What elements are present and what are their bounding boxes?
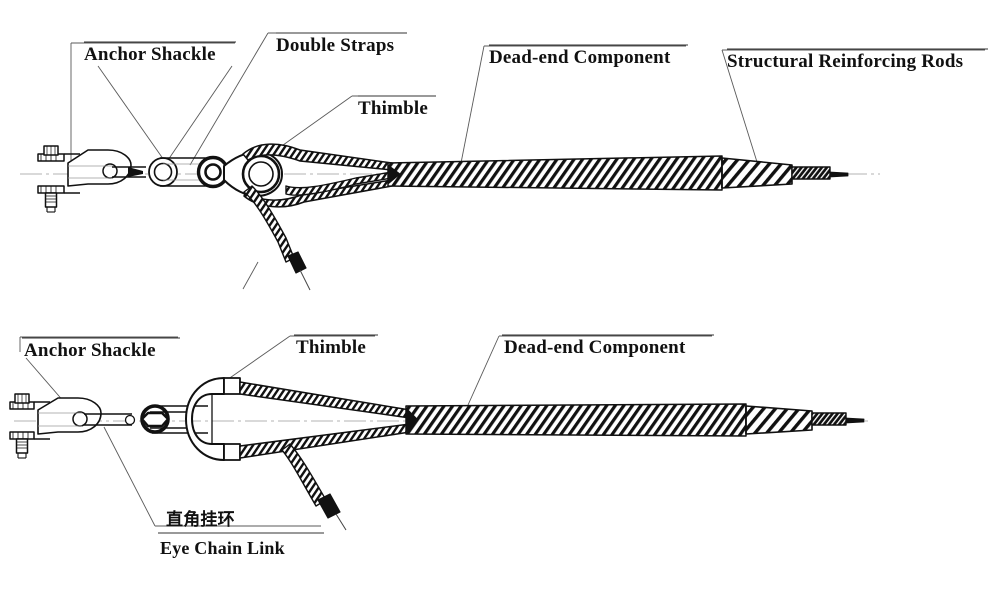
anchor-shackle-upper [37,145,80,213]
link-shank-upper [112,166,146,178]
label-thimble-lower: Thimble [296,337,367,358]
straps-lower [152,405,208,434]
structural-reinforcing-rods-upper [721,157,793,189]
rope-tail-upper [243,185,311,291]
wire-rope-loop-lower [239,381,411,459]
structural-reinforcing-rods-lower [745,405,813,435]
label-underlines [22,32,988,534]
label-anchor-shackle-upper: Anchor Shackle [84,44,216,65]
label-anchor-shackle-lower: Anchor Shackle [24,340,156,361]
tapered-link-upper [67,149,132,187]
label-double-straps-upper: Double Straps [276,35,395,56]
label-eye-chain-link-chinese: 直角挂环 [166,510,235,530]
label-dead-end-component-upper: Dead-end Component [489,47,671,68]
thick-ring-upper [196,155,230,189]
leader-lines-lower [19,335,712,527]
upper-assembly [20,143,880,291]
lower-assembly [9,377,870,531]
cable-end-lower [811,412,865,426]
anchor-shackle-lower [9,393,50,459]
label-dead-end-component-lower: Dead-end Component [504,337,686,358]
label-thimble-upper: Thimble [358,98,429,119]
thimble-lower [150,377,241,461]
cable-end-upper [791,166,849,180]
label-eye-chain-link-english: Eye Chain Link [160,538,285,558]
dead-end-body-upper [387,155,723,191]
eye-chain-link-lower [37,397,136,435]
thin-ring-upper [148,157,178,187]
dead-end-body-lower [405,403,747,437]
label-structural-reinforcing-rods: Structural Reinforcing Rods [727,51,964,72]
rope-tail-lower [281,443,347,531]
